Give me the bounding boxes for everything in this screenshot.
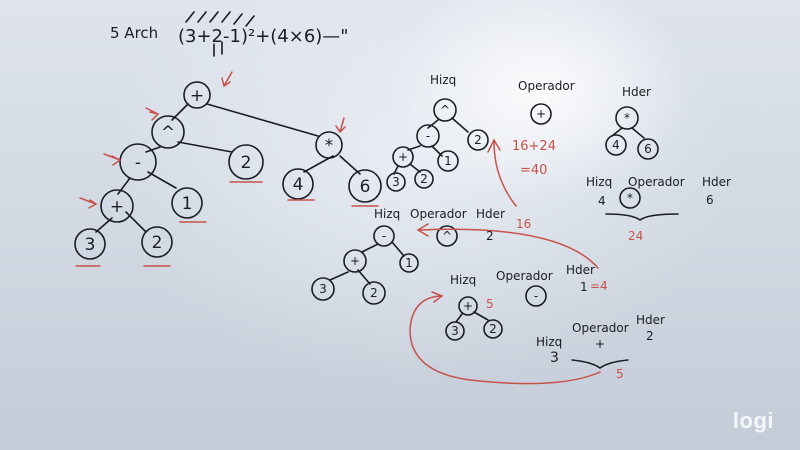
- rm-hder-label: Hder: [702, 175, 731, 189]
- rt-hder-label: Hder: [622, 85, 651, 99]
- mid-tree-minus: -: [382, 229, 386, 243]
- rm-operador-label: Operador: [628, 175, 685, 189]
- loop-curve: [416, 223, 599, 269]
- bot-right: 2: [646, 329, 654, 343]
- expression: (3+2-1)²+(4×6)—": [178, 26, 349, 47]
- mid-tree-one: 1: [405, 256, 413, 270]
- low-red-five: 5: [486, 297, 494, 311]
- lower-tree-edges: [455, 311, 489, 323]
- bot-op: +: [595, 337, 605, 351]
- mini-three: 3: [392, 175, 400, 189]
- rt-op-plus: +: [536, 107, 546, 121]
- main-six: 6: [360, 177, 371, 197]
- arrow-curve-16: [487, 138, 517, 207]
- main-tree-edges: [95, 103, 361, 233]
- big-loop: [409, 291, 601, 385]
- low-hizq-label: Hizq: [450, 273, 476, 287]
- bracket-bottom: [571, 359, 629, 369]
- mid-red-value: 16: [516, 217, 531, 231]
- main-plus: +: [110, 197, 124, 217]
- rt-hizq-label: Hizq: [430, 73, 456, 87]
- mid-hizq-label: Hizq: [374, 207, 400, 221]
- low-tree-three: 3: [451, 324, 459, 338]
- mid-right: 2: [486, 229, 494, 243]
- mid-tree-two: 2: [370, 286, 378, 300]
- calc-sum: 16+24: [512, 139, 556, 154]
- low-right: 1: [580, 280, 588, 294]
- hatch-marks: [185, 11, 255, 57]
- low-operador-label: Operador: [496, 269, 553, 283]
- hder-four: 4: [612, 138, 620, 152]
- bot-operador-label: Operador: [572, 321, 629, 335]
- main-four: 4: [293, 175, 304, 195]
- mini-minus: -: [426, 129, 430, 143]
- main-minus: -: [135, 153, 141, 173]
- rm-right: 6: [706, 193, 714, 207]
- low-hder-label: Hder: [566, 263, 595, 277]
- title-prefix: 5 Arch: [110, 24, 158, 42]
- mid-hder-label: Hder: [476, 207, 505, 221]
- main-three: 3: [85, 235, 96, 255]
- red-annotations: [75, 71, 601, 385]
- mid-operador-label: Operador: [410, 207, 467, 221]
- logi-logo: logi: [732, 408, 774, 433]
- main-pow: ^: [161, 123, 175, 143]
- bot-result: 5: [616, 367, 624, 381]
- mini-pow: ^: [440, 103, 450, 117]
- low-red-eq: =4: [590, 279, 608, 293]
- calc-result: =40: [520, 163, 547, 178]
- hder-mult: *: [624, 111, 630, 125]
- mini-two: 2: [474, 133, 482, 147]
- rt-operador-label: Operador: [518, 79, 575, 93]
- rm-op: *: [627, 191, 633, 205]
- bracket-right-mid: [605, 213, 679, 221]
- middle-tree-edges: [329, 241, 405, 285]
- low-tree-two: 2: [489, 322, 497, 336]
- mid-op: ^: [442, 229, 452, 243]
- bot-left: 3: [550, 350, 559, 366]
- mini-plus: +: [398, 150, 408, 164]
- rm-hizq-label: Hizq: [586, 175, 612, 189]
- mini-tree-edges: [393, 117, 469, 175]
- mid-tree-plus: +: [350, 254, 360, 268]
- low-tree-plus: +: [463, 299, 473, 313]
- bot-hizq-label: Hizq: [536, 335, 562, 349]
- bot-hder-label: Hder: [636, 313, 665, 327]
- main-one: 1: [182, 194, 193, 214]
- main-mult: *: [325, 136, 334, 156]
- mid-tree-three: 3: [319, 282, 327, 296]
- main-root-plus: +: [190, 86, 204, 106]
- main-two-exp: 2: [241, 153, 252, 173]
- mini-twob: 2: [420, 172, 428, 186]
- main-two: 2: [152, 233, 163, 253]
- low-op: -: [534, 289, 538, 303]
- hder-six: 6: [644, 142, 652, 156]
- mini-one: 1: [444, 154, 452, 168]
- rm-result: 24: [628, 229, 643, 243]
- rm-left: 4: [598, 194, 606, 208]
- node-circles: [74, 81, 659, 341]
